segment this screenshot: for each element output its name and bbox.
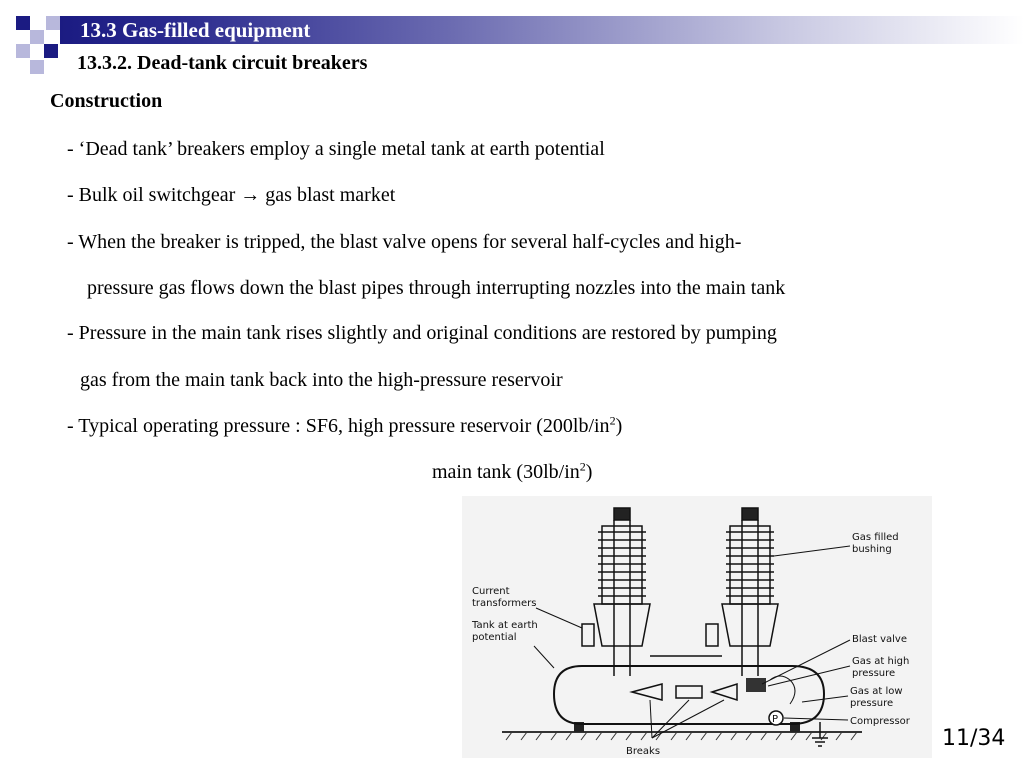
corner-square-light-2 — [46, 16, 60, 30]
bullet-bulk-oil: - Bulk oil switchgear → gas blast market — [67, 184, 396, 206]
label-tank-earth-1: Tank at earth — [471, 620, 538, 631]
current-transformer-left — [581, 623, 595, 647]
bullet-pressure-rise: - Pressure in the main tank rises slight… — [67, 322, 777, 344]
left-bushing — [593, 507, 651, 676]
current-transformer-right — [705, 623, 719, 647]
right-bushing — [721, 507, 779, 676]
main-tank — [552, 665, 826, 725]
title-bar — [60, 16, 1024, 44]
compressor-symbol — [768, 710, 784, 726]
corner-square-light-4 — [30, 60, 44, 74]
bullet-dead-tank: - ‘Dead tank’ breakers employ a single m… — [67, 138, 605, 160]
corner-square-dark-2 — [44, 44, 58, 58]
label-gas-high-1: Gas at high — [852, 656, 909, 667]
main-tank-sup: 2 — [579, 459, 586, 474]
main-tank-text: main tank (30lb/in — [432, 461, 580, 483]
page-number: 11/34 — [942, 726, 1006, 751]
bullet-pressure-rise-cont: gas from the main tank back into the hig… — [80, 369, 563, 391]
bullet-operating-pressure: - Typical operating pressure : SF6, high… — [67, 414, 622, 438]
label-compressor: Compressor — [850, 716, 911, 727]
slide-title: 13.3 Gas-filled equipment — [80, 18, 311, 42]
label-breaks: Breaks — [626, 746, 660, 757]
label-blast-valve: Blast valve — [852, 634, 907, 645]
interrupter-nozzles — [629, 682, 738, 702]
label-gas-low-1: Gas at low — [850, 686, 903, 697]
operating-pressure-text: - Typical operating pressure : SF6, high… — [67, 415, 610, 437]
main-tank-pressure: main tank (30lb/in2) — [432, 460, 592, 484]
corner-square-light-1 — [30, 30, 44, 44]
ground-hatching — [502, 731, 862, 741]
dead-tank-breaker-diagram: P Gas filled bushing Current transformer… — [462, 496, 932, 758]
operating-pressure-close: ) — [615, 415, 623, 437]
corner-square-dark-1 — [16, 16, 30, 30]
section-heading: Construction — [50, 90, 163, 112]
earth-symbol — [812, 722, 828, 747]
bullet-tripped: - When the breaker is tripped, the blast… — [67, 231, 742, 253]
label-gas-high-2: pressure — [852, 668, 895, 679]
tank-foot-right — [790, 722, 800, 732]
label-gas-low-2: pressure — [850, 698, 893, 709]
label-tank-earth-2: potential — [472, 632, 516, 643]
high-pressure-reservoir — [746, 678, 766, 692]
label-current-transformers-2: transformers — [472, 598, 537, 609]
operating-pressure-sup: 2 — [609, 413, 616, 428]
label-gas-filled-2: bushing — [852, 544, 892, 555]
bullet-tripped-cont: pressure gas flows down the blast pipes … — [87, 277, 786, 299]
slide-subtitle: 13.3.2. Dead-tank circuit breakers — [77, 52, 368, 74]
corner-square-light-3 — [16, 44, 30, 58]
leader-lines — [533, 545, 851, 739]
label-current-transformers-1: Current — [472, 586, 510, 597]
main-tank-close: ) — [585, 461, 593, 483]
tank-foot-left — [574, 722, 584, 732]
compressor-letter: P — [772, 714, 778, 725]
label-gas-filled-1: Gas filled — [852, 532, 899, 543]
